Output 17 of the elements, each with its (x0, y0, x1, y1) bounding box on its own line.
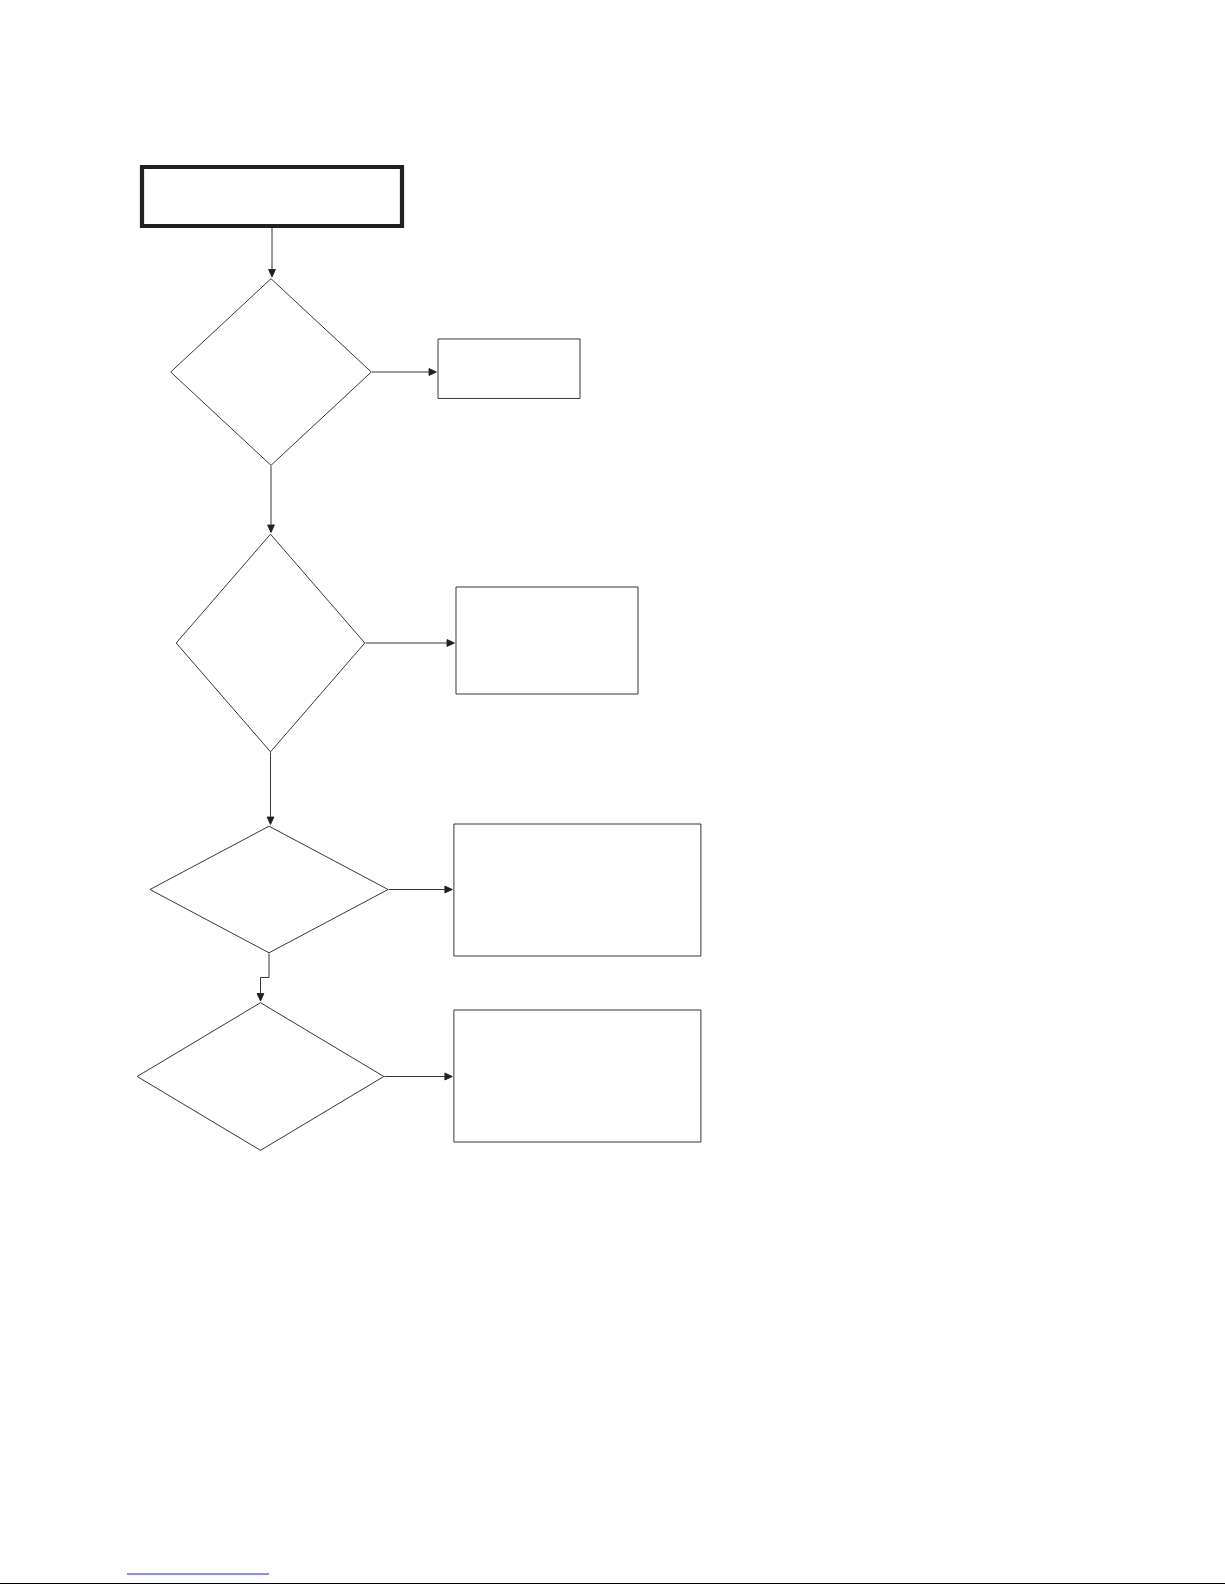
arrow (268, 227, 276, 278)
process-box (455, 586, 639, 695)
process-box (453, 823, 702, 957)
arrow (371, 368, 437, 376)
decision-diamond (136, 1002, 385, 1151)
decision-diamond (170, 278, 372, 466)
arrow (365, 639, 455, 647)
process-box (437, 338, 581, 399)
decision-diamond (149, 825, 389, 954)
arrow (266, 752, 275, 825)
start-box (139, 164, 405, 229)
decision-diamond (175, 533, 366, 753)
arrow (388, 885, 453, 894)
arrow (267, 465, 275, 533)
arrow (256, 953, 270, 1002)
process-box (453, 1009, 702, 1143)
arrow (384, 1072, 453, 1081)
